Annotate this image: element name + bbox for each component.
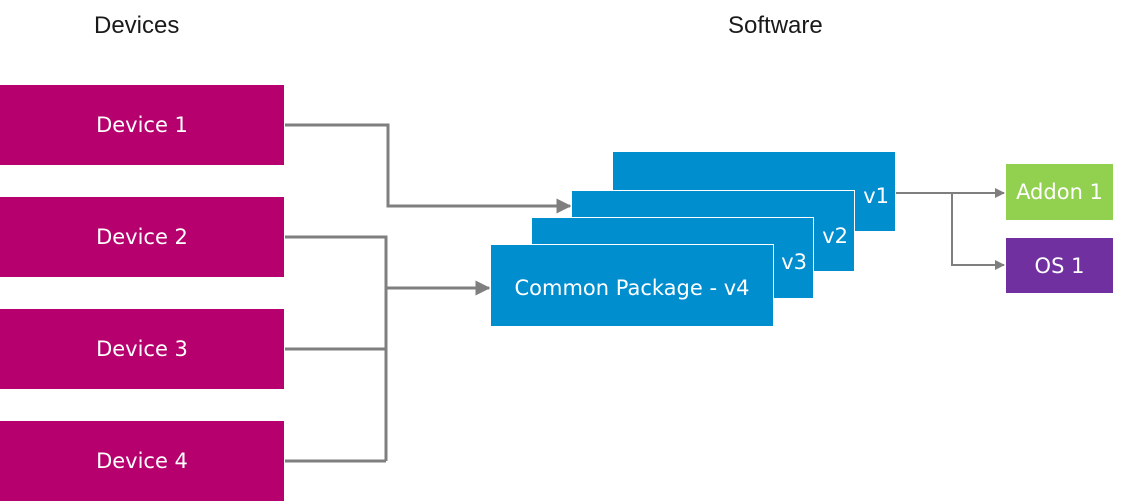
package-v3-label: v3 — [781, 250, 807, 274]
addon-1-label: Addon 1 — [1016, 180, 1103, 204]
device-3-box: Device 3 — [0, 309, 284, 389]
os-connector — [951, 193, 1005, 270]
device-1-label: Device 1 — [96, 113, 188, 137]
device-1-connector — [285, 123, 572, 214]
device-4-box: Device 4 — [0, 421, 284, 501]
addon-1-box: Addon 1 — [1006, 164, 1113, 220]
package-v1-label: v1 — [863, 184, 889, 208]
software-heading: Software — [728, 12, 823, 39]
device-4-label: Device 4 — [96, 449, 188, 473]
devices-heading: Devices — [94, 12, 180, 39]
os-1-box: OS 1 — [1006, 238, 1113, 293]
device-2-label: Device 2 — [96, 225, 188, 249]
device-3-label: Device 3 — [96, 337, 188, 361]
package-v4: Common Package - v4 — [490, 244, 774, 327]
device-2-connector — [285, 235, 388, 461]
package-v2-label: v2 — [822, 224, 848, 248]
device-1-box: Device 1 — [0, 85, 284, 165]
device-2-box: Device 2 — [0, 197, 284, 277]
package-v4-label: Common Package - v4 — [514, 276, 750, 300]
os-1-label: OS 1 — [1034, 253, 1085, 278]
